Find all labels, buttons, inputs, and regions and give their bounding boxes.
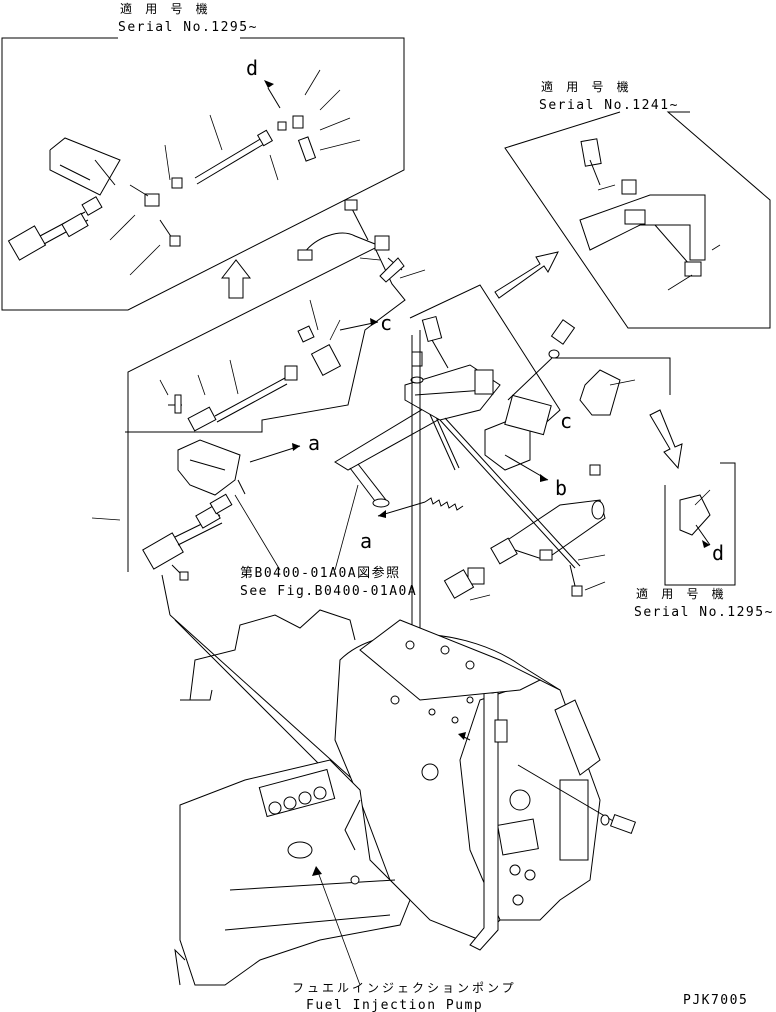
ref-b-right: b	[555, 476, 567, 500]
actuator-cylinder	[443, 464, 606, 601]
inset-top-left	[1, 37, 405, 311]
detail-box-left	[91, 199, 426, 581]
see-fig-jp: 第B0400-01A0A図参照	[240, 565, 401, 581]
ref-c-bracket: c	[560, 409, 572, 433]
engine-assembly	[174, 609, 637, 986]
fuel-pump-label: Fuel Injection Pump	[306, 998, 483, 1012]
serial-right-jp: 適 用 号 機	[541, 79, 632, 94]
serial-top-jp: 適 用 号 機	[120, 1, 211, 16]
see-fig-label: See Fig.B0400-01A0A	[240, 584, 417, 599]
bracket-top	[49, 137, 121, 196]
ref-a-upper: a	[308, 431, 320, 455]
arrow-to-bottom-inset	[649, 409, 683, 470]
ref-a-lower: a	[360, 529, 372, 553]
serial-bottom-jp: 適 用 号 機	[636, 586, 727, 601]
clevis-top	[7, 196, 103, 261]
arrow-to-top-inset	[220, 259, 252, 299]
inset-bottom-right	[664, 462, 736, 586]
ref-d-top: d	[246, 56, 258, 80]
ref-d-bottom: d	[712, 541, 724, 565]
arrow-to-right-inset	[494, 251, 559, 299]
drawing-code: PJK7005	[683, 993, 748, 1008]
serial-top-label: Serial No.1295~	[118, 20, 258, 35]
fuel-pump-jp: フュエルインジェクションポンプ	[292, 981, 517, 995]
rod-assembly-top	[144, 80, 317, 207]
serial-right-label: Serial No.1241~	[539, 98, 679, 113]
central-lever-assembly	[334, 284, 671, 601]
inset-top-right	[504, 111, 771, 329]
serial-bottom-label: Serial No.1295~	[634, 605, 774, 620]
